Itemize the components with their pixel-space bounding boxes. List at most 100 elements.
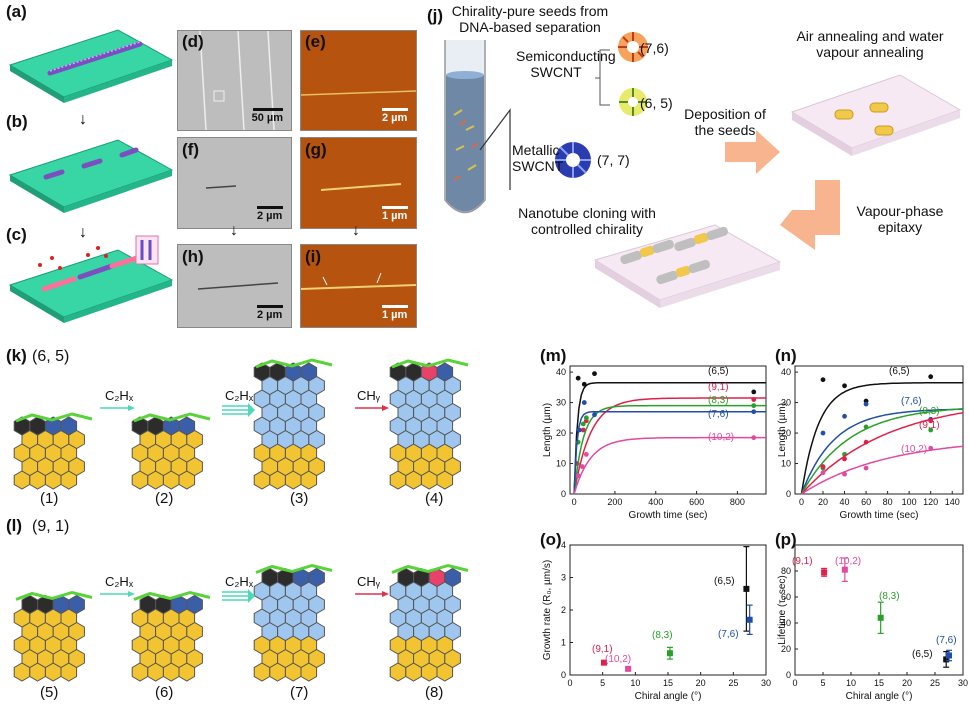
x-tick-label: 25 <box>930 678 940 688</box>
arrow-down-icon: ↓ <box>230 222 238 239</box>
data-point <box>583 415 589 421</box>
x-tick-label: 800 <box>730 497 745 507</box>
seed-separation-title: Chirality-pure seeds from DNA-based sepa… <box>451 3 609 35</box>
deposition-label: Deposition of the seeds <box>684 106 766 138</box>
test-tube <box>444 40 486 214</box>
x-tick-label: 20 <box>696 678 706 688</box>
panel-label-f: (f) <box>182 140 199 159</box>
data-point <box>583 451 589 457</box>
x-tick-label: 10 <box>846 678 856 688</box>
x-axis-label: Chiral angle (°) <box>846 691 913 702</box>
data-point <box>580 421 586 427</box>
panel-label-g: (g) <box>305 140 327 159</box>
data-point <box>928 374 934 380</box>
data-point <box>928 427 934 433</box>
y-tick-label: 20 <box>781 644 791 654</box>
series-label: (6,5) <box>889 366 910 377</box>
series-label: (10,2) <box>901 444 927 455</box>
data-point <box>842 456 847 462</box>
x-tick-label: 60 <box>861 497 871 507</box>
point-label: (8,3) <box>879 591 900 602</box>
afm-image-i: 1 µm <box>300 244 417 328</box>
data-point <box>946 652 952 659</box>
c2hx-label: C₂Hₓ <box>225 388 254 403</box>
data-point <box>746 616 753 623</box>
arrow-curve-icon <box>780 180 840 250</box>
c2hx-label: C₂Hₓ <box>225 574 254 589</box>
data-point <box>666 650 673 657</box>
plot-frame <box>794 365 964 495</box>
scale-bar-i: 1 µm <box>382 305 408 321</box>
epitaxy-label: Vapour-phase epitaxy <box>856 203 944 235</box>
point-label: (10,2) <box>835 556 861 567</box>
data-point <box>863 401 869 407</box>
y-axis-label: Length (µm) <box>777 403 788 457</box>
y-tick-label: 1 <box>561 638 566 648</box>
step-label: (7) <box>290 684 309 701</box>
point-label: (9,1) <box>592 644 613 655</box>
step-label: (2) <box>155 490 174 507</box>
x-tick-label: 5 <box>600 678 605 688</box>
substrate-schematics: ↓ ↓ <box>8 29 174 323</box>
panel-label-a: (a) <box>6 2 27 21</box>
substrate-b <box>8 139 174 213</box>
data-point <box>863 465 869 471</box>
data-point <box>751 435 757 441</box>
series-curve <box>801 445 964 495</box>
chirality-6-5-label: (6, 5) <box>640 95 673 111</box>
point-label: (10,2) <box>605 654 631 665</box>
y-axis-label: Length (µm) <box>542 403 553 457</box>
scale-bar-d: 50 µm <box>252 108 283 124</box>
step-label: (3) <box>290 490 309 507</box>
panel-label-c: (c) <box>6 225 27 244</box>
y-tick-label: 0 <box>561 670 566 680</box>
cloning-plate <box>593 224 782 308</box>
step-label: (1) <box>40 490 59 507</box>
panel-label-n: (n) <box>775 346 797 365</box>
series-label: (10,2) <box>708 432 734 443</box>
data-point <box>600 659 607 666</box>
y-tick-label: 10 <box>781 459 791 469</box>
step-label: (4) <box>425 490 444 507</box>
chy-label: CHᵧ <box>357 574 380 589</box>
panel-label-l: (l) <box>6 516 23 535</box>
point-label: (7,6) <box>936 635 957 646</box>
step-label: (5) <box>40 684 59 701</box>
x-tick-label: 5 <box>820 678 825 688</box>
data-point <box>842 471 847 477</box>
data-point <box>751 389 757 395</box>
data-point <box>575 473 581 479</box>
x-tick-label: 600 <box>689 497 704 507</box>
data-point <box>575 375 581 381</box>
x-tick-label: 120 <box>923 497 938 507</box>
nanotube-step-6 <box>131 590 211 682</box>
data-point <box>863 424 869 430</box>
series-curve <box>573 410 766 495</box>
arrow-chy-icon <box>355 405 389 411</box>
chirality-7-6-label: (7,6) <box>640 40 669 56</box>
growth-mechanism <box>13 358 469 682</box>
series-curve <box>573 436 766 495</box>
data-point <box>581 400 587 405</box>
nanotube-step-2 <box>131 412 211 490</box>
point-label: (6,5) <box>912 649 933 660</box>
data-point <box>821 569 828 576</box>
data-point <box>581 381 587 387</box>
nanotube-step-3 <box>253 358 333 490</box>
x-tick-label: 40 <box>840 497 850 507</box>
x-tick-label: 0 <box>792 678 797 688</box>
step-label: (6) <box>155 684 174 701</box>
data-point <box>576 427 582 433</box>
arrow-down-icon: ↓ <box>352 222 360 239</box>
arrow-c2hx-icon <box>222 403 255 417</box>
nanotube-icon-7-6 <box>618 32 648 62</box>
data-point <box>580 427 586 433</box>
nanotube-step-5 <box>13 590 93 682</box>
y-tick-label: 40 <box>781 367 791 377</box>
nanotube-icon-6-5 <box>619 88 647 116</box>
nanotube-step-4 <box>389 358 469 490</box>
data-point <box>820 464 826 469</box>
point-label: (8,3) <box>652 630 673 641</box>
x-tick-label: 0 <box>567 678 572 688</box>
